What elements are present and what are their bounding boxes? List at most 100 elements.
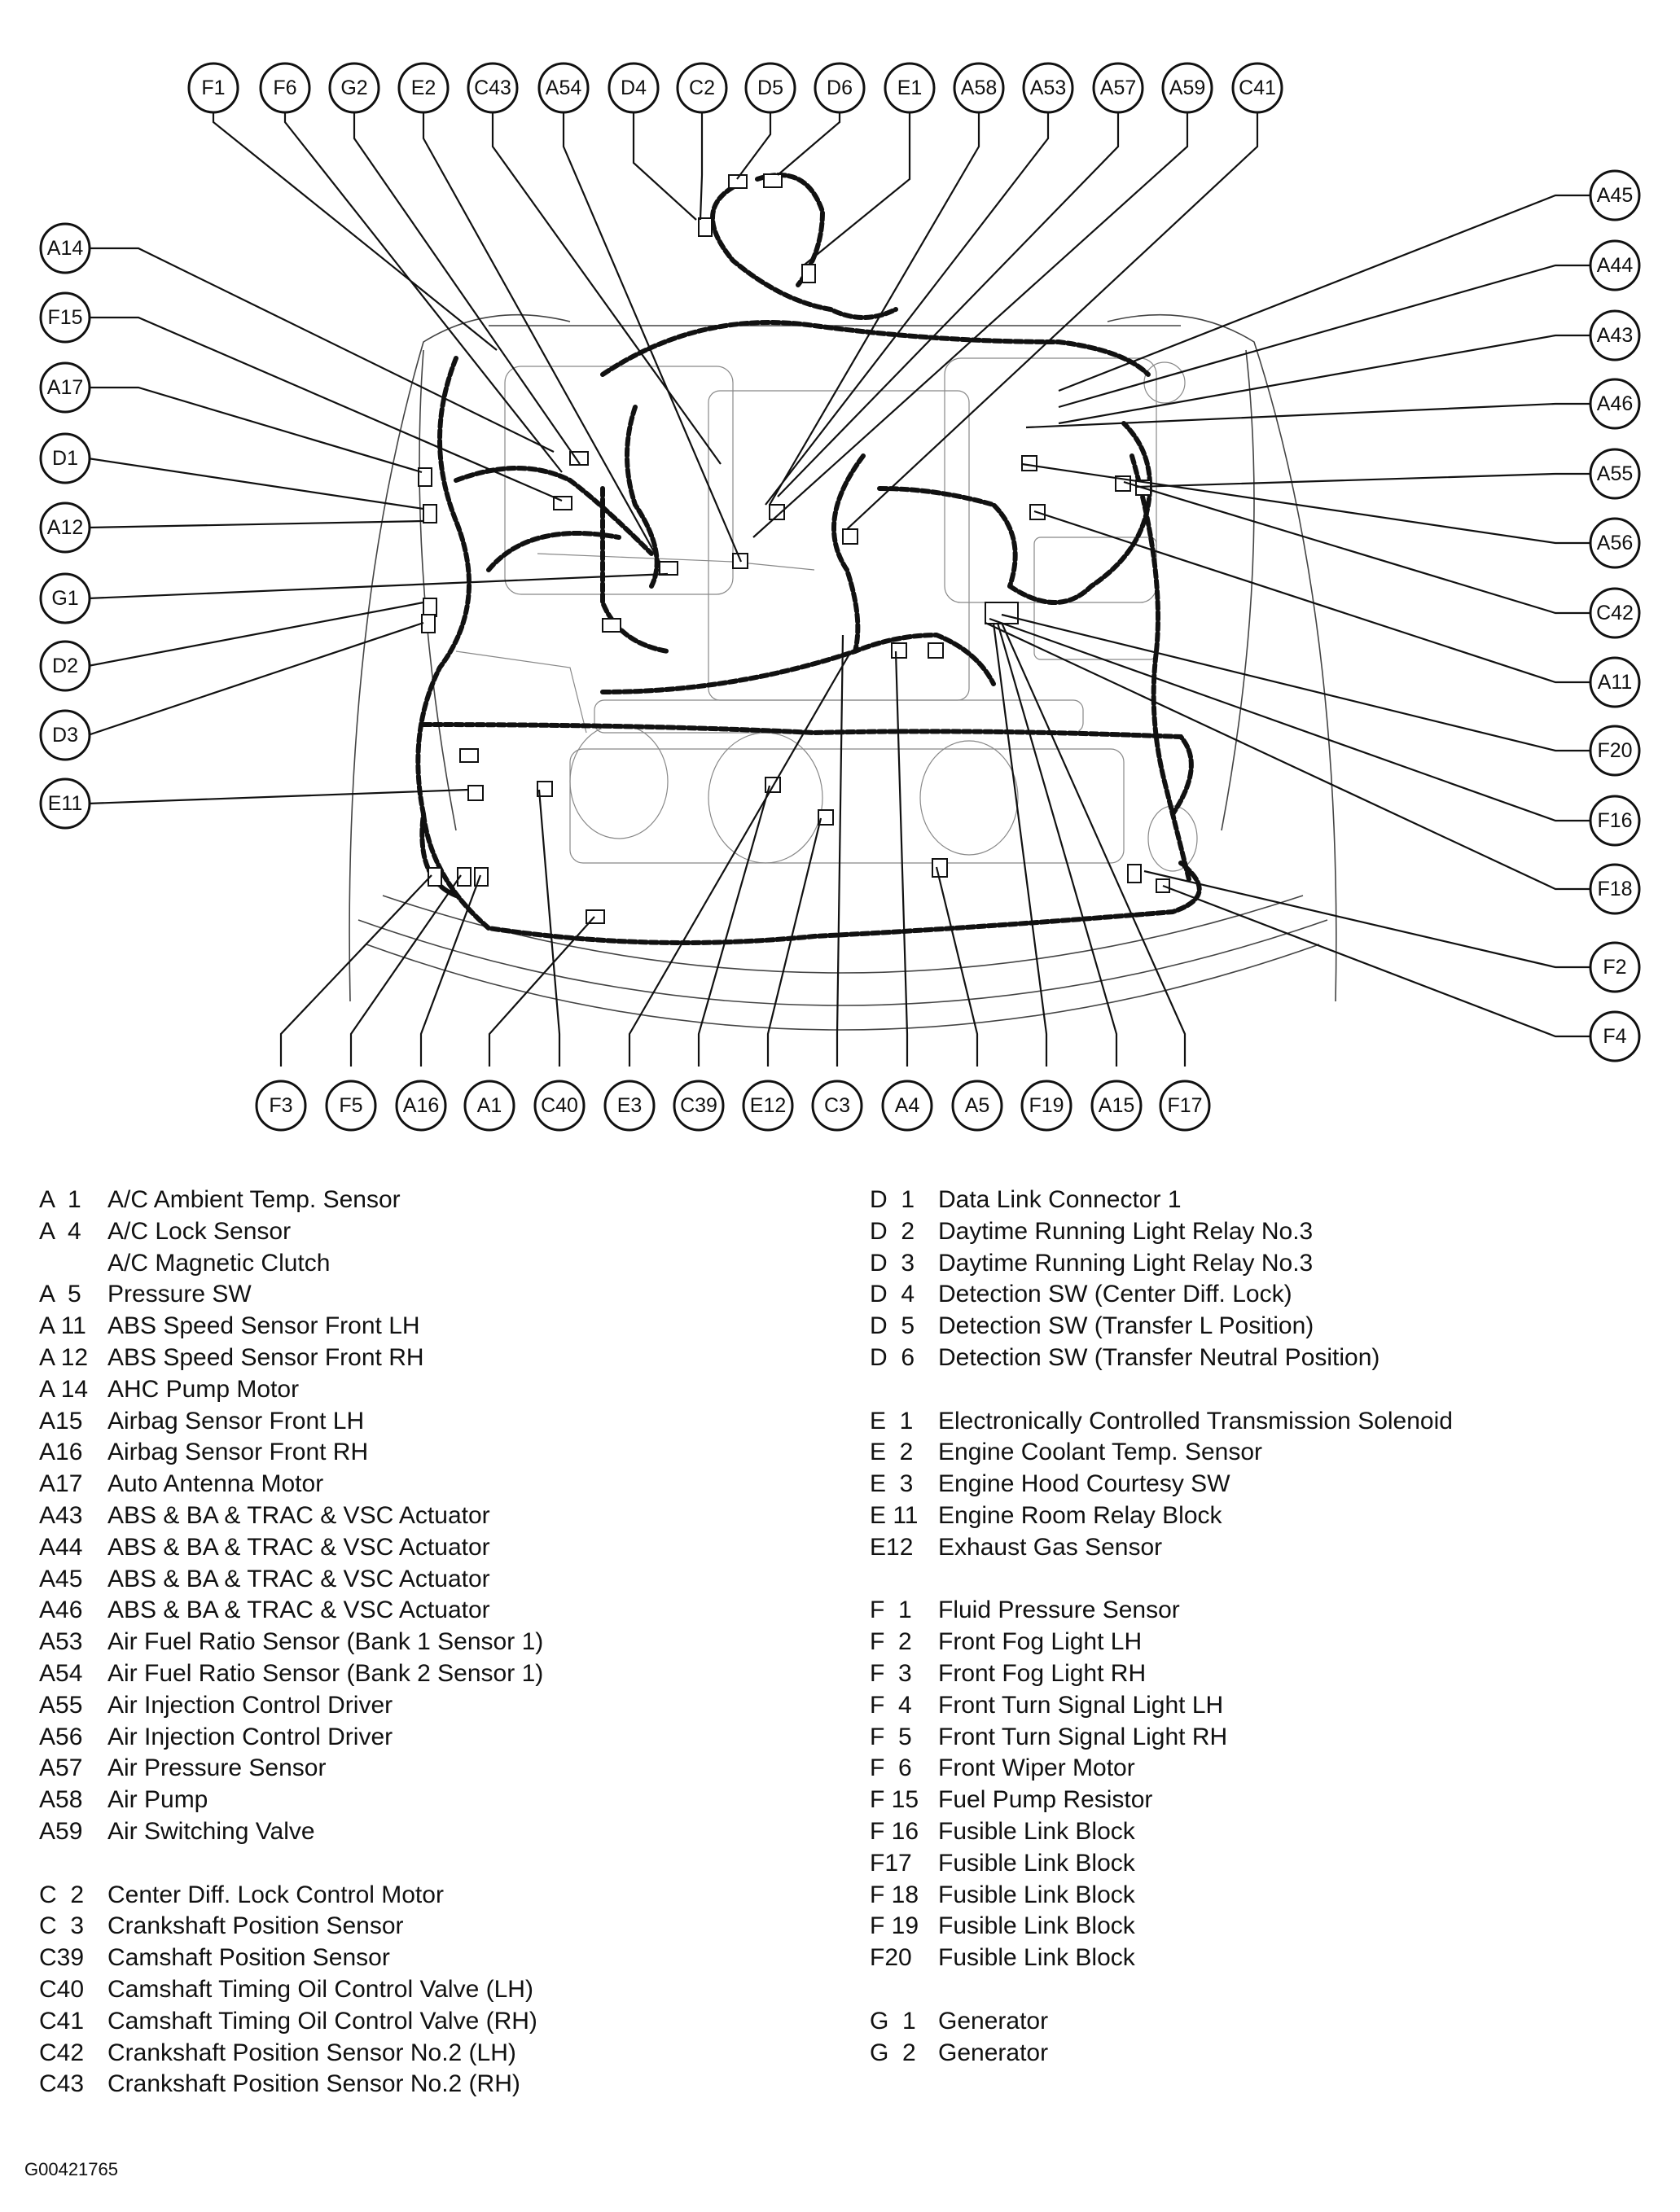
svg-text:A4: A4 <box>895 1094 920 1117</box>
callout-F19: F19 <box>1020 1080 1072 1132</box>
callout-A14: A14 <box>39 222 91 274</box>
svg-text:A11: A11 <box>1598 671 1633 694</box>
callout-A5: A5 <box>951 1080 1003 1132</box>
svg-text:F1: F1 <box>201 77 225 99</box>
svg-text:F15: F15 <box>47 306 82 329</box>
svg-text:D6: D6 <box>827 77 853 99</box>
callouts-top: F1 F6 G2 E2 C43 A54 D4 C2 D5 D6 E1 A58 A… <box>187 62 1283 114</box>
callouts-bottom: F3 F5 A16 A1 C40 E3 C39 E12 C3 A4 A5 F19… <box>255 1080 1211 1132</box>
legend-row-a4-clutch: A/C Magnetic Clutch <box>107 1249 331 1277</box>
callout-D4: D4 <box>608 62 660 114</box>
svg-text:F6: F6 <box>273 77 296 99</box>
svg-text:D1: D1 <box>52 447 78 470</box>
svg-text:A53: A53 <box>1030 77 1066 99</box>
callout-A12: A12 <box>39 502 91 554</box>
callout-C39: C39 <box>673 1080 725 1132</box>
callouts-right: A45 A44 A43 A46 A55 A56 C42 A11 F20 F16 … <box>1589 169 1641 1062</box>
svg-text:F16: F16 <box>1597 809 1632 832</box>
svg-text:G2: G2 <box>340 77 367 99</box>
svg-text:A56: A56 <box>1597 532 1633 554</box>
svg-text:A55: A55 <box>1597 462 1633 485</box>
callout-A1: A1 <box>463 1080 515 1132</box>
svg-text:D2: D2 <box>52 655 78 677</box>
callout-E1: E1 <box>884 62 936 114</box>
callout-A4: A4 <box>881 1080 933 1132</box>
svg-text:C39: C39 <box>680 1094 717 1117</box>
callout-C43: C43 <box>467 62 519 114</box>
callout-G2: G2 <box>328 62 380 114</box>
callouts-left: A14 F15 A17 D1 A12 G1 D2 D3 E11 <box>39 222 91 830</box>
callout-E2: E2 <box>397 62 450 114</box>
svg-text:C40: C40 <box>541 1094 578 1117</box>
callout-A17: A17 <box>39 361 91 414</box>
callout-F2: F2 <box>1589 941 1641 993</box>
svg-text:D3: D3 <box>52 724 78 747</box>
callout-D5: D5 <box>744 62 796 114</box>
callout-F17: F17 <box>1159 1080 1211 1132</box>
callout-A46: A46 <box>1589 378 1641 430</box>
svg-text:A17: A17 <box>47 376 83 399</box>
callout-F15: F15 <box>39 291 91 344</box>
svg-text:A59: A59 <box>1169 77 1205 99</box>
svg-text:A16: A16 <box>403 1094 439 1117</box>
svg-text:C41: C41 <box>1239 77 1276 99</box>
legend-spacer <box>870 1374 1453 1406</box>
callout-C42: C42 <box>1589 587 1641 639</box>
svg-text:A58: A58 <box>961 77 997 99</box>
svg-text:F18: F18 <box>1597 878 1632 900</box>
svg-text:F4: F4 <box>1603 1025 1626 1048</box>
svg-text:F17: F17 <box>1167 1094 1202 1117</box>
callout-E12: E12 <box>742 1080 794 1132</box>
engine-room-diagram: F1 F6 G2 E2 C43 A54 D4 C2 D5 D6 E1 A58 A… <box>39 62 1641 1132</box>
callout-F3: F3 <box>255 1080 307 1132</box>
svg-text:E1: E1 <box>897 77 923 99</box>
callout-D3: D3 <box>39 709 91 761</box>
callout-F20: F20 <box>1589 725 1641 777</box>
svg-text:A14: A14 <box>47 237 84 260</box>
callout-A11: A11 <box>1589 656 1641 708</box>
callout-D1: D1 <box>39 432 91 484</box>
svg-text:A57: A57 <box>1100 77 1136 99</box>
svg-text:F5: F5 <box>339 1094 362 1117</box>
legend-spacer <box>39 1848 543 1880</box>
svg-text:E11: E11 <box>48 792 83 815</box>
svg-text:E12: E12 <box>750 1094 786 1117</box>
callout-C3: C3 <box>811 1080 863 1132</box>
svg-text:A54: A54 <box>546 77 582 99</box>
callout-C40: C40 <box>533 1080 586 1132</box>
svg-text:A45: A45 <box>1597 184 1633 207</box>
callout-C2: C2 <box>676 62 728 114</box>
callout-A57: A57 <box>1092 62 1144 114</box>
svg-text:A12: A12 <box>47 516 83 539</box>
callout-D6: D6 <box>814 62 866 114</box>
